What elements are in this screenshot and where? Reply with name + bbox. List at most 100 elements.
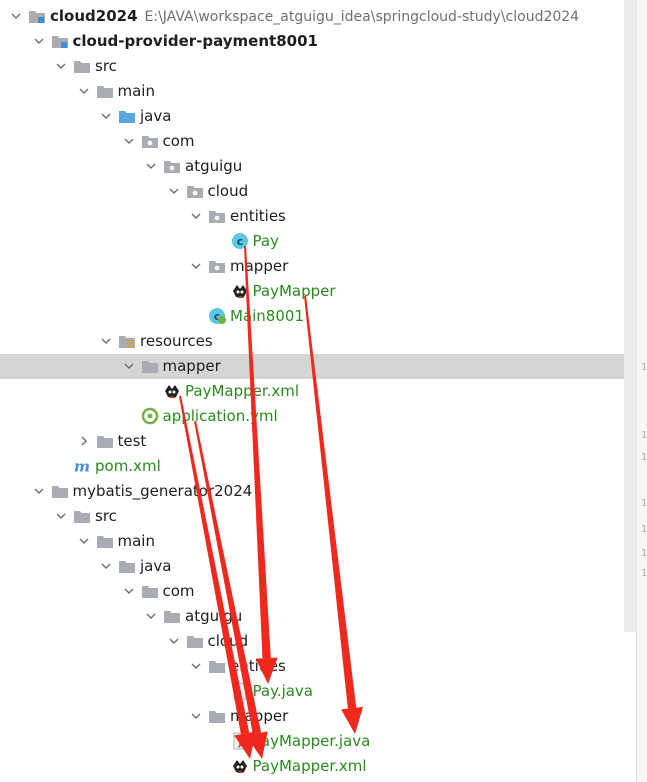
tree-item-label: PayMapper: [253, 282, 336, 301]
chevron-down-icon[interactable]: [121, 583, 137, 599]
chevron-down-icon[interactable]: [143, 608, 159, 624]
vertical-scrollbar[interactable]: [624, 0, 636, 632]
tree-item-text: java: [140, 557, 172, 575]
tree-row[interactable]: com: [0, 579, 636, 604]
tree-row[interactable]: main: [0, 529, 636, 554]
tree-item-text: entities: [230, 207, 286, 225]
tree-item-text: PayMapper.java: [252, 732, 371, 750]
chevron-down-icon[interactable]: [31, 483, 47, 499]
tree-item-text: main: [117, 82, 155, 100]
tree-row[interactable]: test: [0, 429, 636, 454]
tree-row[interactable]: PayMapper.xml: [0, 379, 636, 404]
chevron-down-icon[interactable]: [166, 183, 182, 199]
tree-item-label: atguigu: [185, 607, 242, 626]
tree-item-text: Pay.java: [252, 682, 314, 700]
tree-item-label: PayMapper.xml: [185, 382, 299, 401]
tree-item-text: mybatis_generator2024: [72, 482, 253, 500]
chevron-down-icon[interactable]: [121, 133, 137, 149]
tree-item-text: application.yml: [162, 407, 278, 425]
tree-row[interactable]: PayMapper.xml: [0, 754, 636, 779]
tree-item-text: PayMapper: [252, 282, 336, 300]
source-folder-icon: [118, 107, 136, 125]
tree-item-label: mapper: [230, 257, 288, 276]
chevron-down-icon[interactable]: [76, 533, 92, 549]
tree-item-text: PayMapper.xml: [252, 757, 367, 775]
tree-row[interactable]: com: [0, 129, 636, 154]
tree-row[interactable]: atguigu: [0, 154, 636, 179]
tree-item-text: cloud: [207, 632, 249, 650]
chevron-down-icon[interactable]: [188, 658, 204, 674]
package-icon: [208, 207, 226, 225]
tree-row[interactable]: src: [0, 54, 636, 79]
chevron-down-icon[interactable]: [188, 208, 204, 224]
module-icon: [28, 7, 46, 25]
tree-item-label: java: [140, 107, 171, 126]
chevron-down-icon[interactable]: [98, 333, 114, 349]
chevron-right-icon[interactable]: [76, 433, 92, 449]
chevron-down-icon[interactable]: [166, 633, 182, 649]
mybatis-icon: [231, 282, 249, 300]
tree-row[interactable]: mybatis_generator2024: [0, 479, 636, 504]
svg-text:m: m: [74, 457, 90, 475]
tree-row[interactable]: mapper: [0, 254, 636, 279]
tree-item-text: com: [162, 132, 195, 150]
tree-item-text: pom.xml: [95, 457, 161, 475]
chevron-down-icon[interactable]: [98, 108, 114, 124]
tree-row[interactable]: resources: [0, 329, 636, 354]
tree-item-text: Pay: [252, 232, 279, 250]
tree-item-text: cloud: [207, 182, 249, 200]
chevron-down-icon[interactable]: [143, 158, 159, 174]
chevron-down-icon[interactable]: [188, 708, 204, 724]
chevron-down-icon[interactable]: [188, 258, 204, 274]
gutter-line-marker: 1: [641, 524, 647, 535]
tree-row[interactable]: application.yml: [0, 404, 636, 429]
tree-row[interactable]: entities: [0, 654, 636, 679]
tree-row[interactable]: java: [0, 104, 636, 129]
gutter-line-marker: 1: [641, 498, 647, 509]
chevron-down-icon[interactable]: [31, 33, 47, 49]
folder-icon: [96, 82, 114, 100]
tree-item-label: resources: [140, 332, 213, 351]
tree-item-text: java: [140, 107, 172, 125]
tree-row[interactable]: cloud: [0, 179, 636, 204]
tree-row[interactable]: cloud-provider-payment8001: [0, 29, 636, 54]
tree-item-text: atguigu: [185, 157, 243, 175]
tree-item-label: cloud: [208, 182, 249, 201]
tree-row[interactable]: entities: [0, 204, 636, 229]
tree-row[interactable]: m pom.xml: [0, 454, 636, 479]
tree-row[interactable]: src: [0, 504, 636, 529]
tree-item-label: main: [118, 82, 155, 101]
tree-item-label: test: [118, 432, 147, 451]
tree-row[interactable]: main: [0, 79, 636, 104]
tree-item-text: mapper: [162, 357, 221, 375]
tree-item-label: mapper: [163, 357, 221, 376]
tree-item-text: resources: [140, 332, 213, 350]
chevron-down-icon[interactable]: [53, 508, 69, 524]
chevron-down-icon[interactable]: [53, 58, 69, 74]
tree-row[interactable]: PayMapper: [0, 279, 636, 304]
tree-row[interactable]: mapper: [0, 704, 636, 729]
tree-row[interactable]: mapper: [0, 354, 640, 379]
tree-item-label: cloud-provider-payment8001: [73, 32, 318, 51]
tree-row[interactable]: atguigu: [0, 604, 636, 629]
folder-icon: [118, 557, 136, 575]
chevron-down-icon[interactable]: [98, 558, 114, 574]
tree-row[interactable]: cloud: [0, 629, 636, 654]
folder-icon: [73, 57, 91, 75]
chevron-down-icon[interactable]: [8, 8, 24, 24]
folder-icon: [186, 632, 204, 650]
chevron-down-icon[interactable]: [76, 83, 92, 99]
tree-item-text: cloud-provider-payment8001: [72, 32, 318, 50]
tree-item-label: atguigu: [185, 157, 242, 176]
tree-row[interactable]: java: [0, 554, 636, 579]
folder-icon: [208, 657, 226, 675]
folder-icon: [163, 607, 181, 625]
chevron-down-icon[interactable]: [121, 358, 137, 374]
